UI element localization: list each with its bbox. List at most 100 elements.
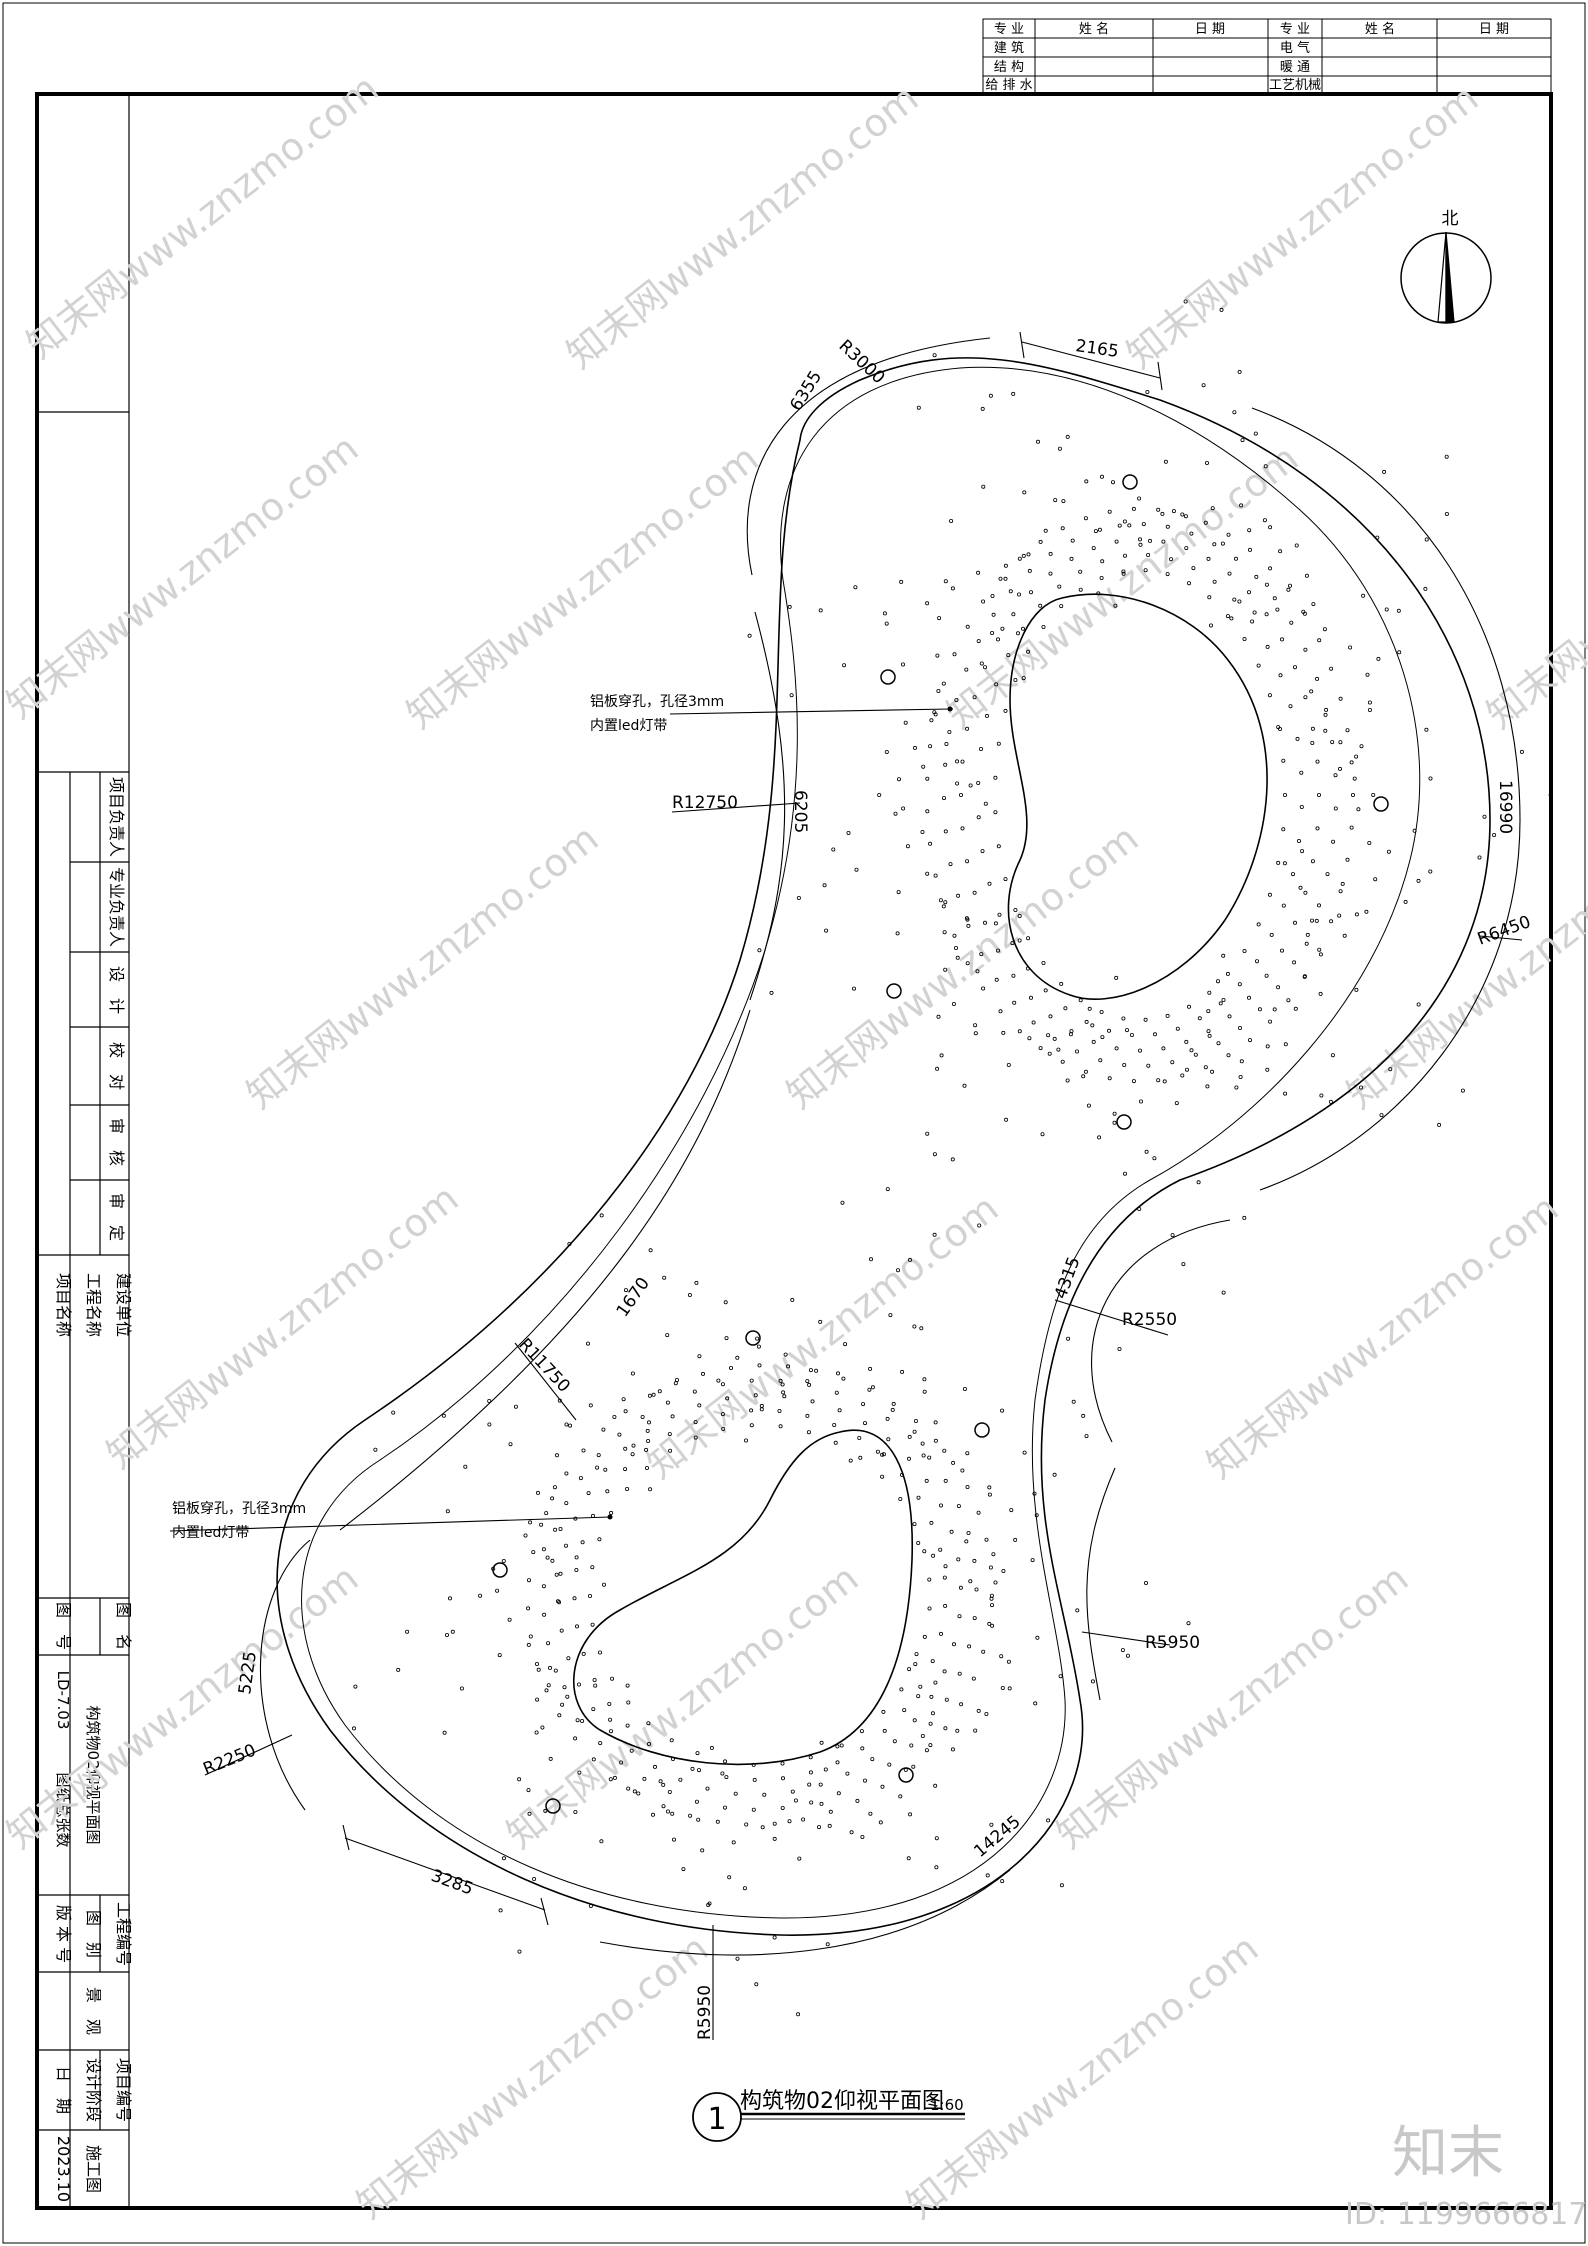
perforation-dot <box>833 1440 838 1445</box>
perforation-dot <box>991 612 996 617</box>
perforation-dot <box>1161 539 1166 544</box>
perforation-dot <box>609 1729 614 1734</box>
perforation-dot <box>1021 626 1026 631</box>
note-dots <box>607 706 953 1520</box>
perforation-dot <box>976 639 981 644</box>
perforation-dot <box>1303 647 1308 652</box>
perforation-dot <box>648 1487 653 1492</box>
perforation-dot <box>950 1157 955 1162</box>
perforation-dot <box>721 1427 726 1432</box>
perforation-dot <box>884 750 889 755</box>
perforation-dot <box>1068 1032 1073 1037</box>
perforation-dot <box>1330 740 1335 745</box>
perforation-dot <box>899 1687 904 1692</box>
perforation-dot <box>1203 1065 1208 1070</box>
perforation-dot <box>1317 947 1322 952</box>
perforation-dot <box>1265 1044 1270 1049</box>
perforation-dot <box>1548 793 1553 798</box>
perforation-dot <box>501 1856 506 1861</box>
perforation-dot <box>1269 932 1274 937</box>
perforation-dot <box>977 1223 982 1228</box>
perforation-dot <box>823 1767 828 1772</box>
perforation-dot <box>612 1775 617 1780</box>
perforation-dot <box>884 621 889 626</box>
perforation-dot <box>924 1478 929 1483</box>
perforation-dot <box>1107 1076 1112 1081</box>
perforation-dot <box>1196 1180 1201 1185</box>
fixture-circle <box>492 1562 508 1578</box>
perforation-dot <box>1027 568 1032 573</box>
perforation-dot <box>914 1652 919 1657</box>
perforation-dot <box>1299 770 1304 775</box>
perforation-dot <box>907 1434 912 1439</box>
perforation-dot <box>735 1355 740 1360</box>
perforation-dot <box>670 1811 675 1816</box>
perforation-dot <box>960 759 965 764</box>
perforation-dot <box>1317 903 1322 908</box>
perforation-dot <box>943 1726 948 1731</box>
perforation-dot <box>981 986 986 991</box>
dim-16990: 16990 <box>1495 780 1515 834</box>
perforation-dot <box>780 1761 785 1766</box>
perforation-dot <box>1206 1009 1211 1014</box>
dim-6205: 6205 <box>790 790 810 833</box>
perforation-dot <box>544 1511 549 1516</box>
perforation-dot <box>648 1248 653 1253</box>
perforation-dot <box>1065 434 1070 439</box>
perforation-dot <box>943 1478 948 1483</box>
perforation-dot <box>1229 616 1234 621</box>
perforation-dot <box>1017 592 1022 597</box>
perforation-dot <box>1364 909 1369 914</box>
perforation-dot <box>661 1804 666 1809</box>
perforation-dot <box>949 1529 954 1534</box>
perforation-dot <box>955 955 960 960</box>
perforation-dot <box>1337 913 1342 918</box>
perforation-dot <box>601 1427 606 1432</box>
perforation-dot <box>869 1257 874 1262</box>
drawing-title: 1 构筑物02仰视平面图 1:60 <box>692 2089 965 2142</box>
perforation-dot <box>693 1435 698 1440</box>
watermark-text: 知末网www.znzmo.com <box>98 1176 466 1477</box>
watermark-text: 知末网www.znzmo.com <box>398 436 766 737</box>
perforation-dot <box>972 1616 977 1621</box>
perforation-dot <box>540 1725 545 1730</box>
perforation-dot <box>1282 861 1287 866</box>
perforation-dot <box>900 1369 905 1374</box>
perforation-dot <box>631 1443 636 1448</box>
perforation-dot <box>1276 860 1281 865</box>
perforation-dot <box>756 1344 761 1349</box>
perforation-dot <box>1240 438 1245 443</box>
perforation-dot <box>938 1547 943 1552</box>
perforation-dot <box>598 1650 603 1655</box>
perforation-dot <box>987 1492 992 1497</box>
perforation-dot <box>1144 1149 1149 1154</box>
perforation-dot <box>1298 885 1303 890</box>
perforation-dot <box>1091 1039 1096 1044</box>
perforation-dot <box>1143 568 1148 573</box>
perforation-dot <box>950 586 955 591</box>
perforation-dot <box>1397 650 1402 655</box>
perforation-dot <box>1297 839 1302 844</box>
watermark-text: 知末网www.znzmo.com <box>1118 76 1486 377</box>
perforation-dot <box>595 1465 600 1470</box>
perforation-dot <box>941 904 946 909</box>
drawing-title-text: 构筑物02仰视平面图 <box>740 2089 944 2114</box>
perforation-dot <box>790 1297 795 1302</box>
perforation-dot <box>1099 1010 1104 1015</box>
perforation-dot <box>808 1368 813 1373</box>
perforation-dot <box>1011 391 1016 396</box>
perforation-dot <box>1017 938 1022 943</box>
perforation-dot <box>1444 454 1449 459</box>
perforation-dot <box>670 1414 675 1419</box>
perforation-dot <box>727 1875 732 1880</box>
perforation-dot <box>1318 991 1323 996</box>
perforation-dot <box>927 1455 932 1460</box>
perforation-dot <box>944 742 949 747</box>
perforation-dot <box>720 1771 725 1776</box>
perforation-dot <box>753 1393 758 1398</box>
perforation-dot <box>1424 537 1429 542</box>
watermark-text: 知末网www.znzmo.com <box>1198 1186 1566 1487</box>
perforation-dot <box>973 1023 978 1028</box>
perforation-dot <box>929 1694 934 1699</box>
